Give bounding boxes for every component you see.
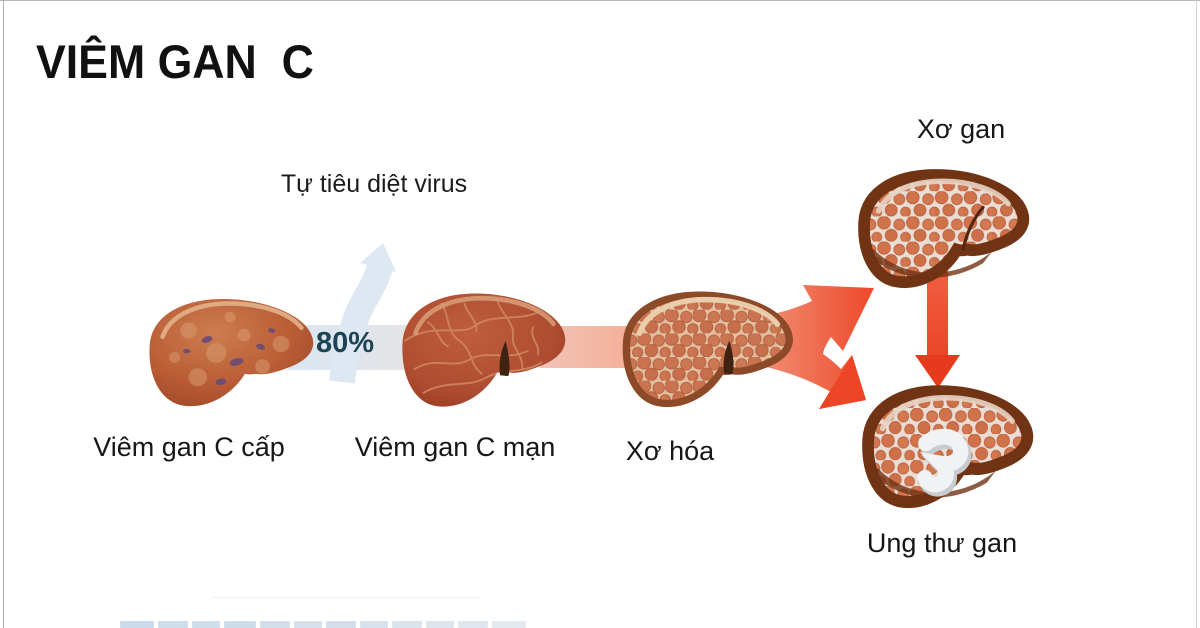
self-clear-label: Tự tiêu diệt virus <box>280 170 468 198</box>
stage-label-acute: Viêm gan C cấp <box>93 432 285 462</box>
liver-acute-illustration <box>149 299 314 407</box>
liver-cancer-illustration <box>868 391 1027 502</box>
frame-border-top <box>0 0 1200 1</box>
percent-label: 80% <box>315 327 375 359</box>
page-title: VIÊM GAN C <box>36 35 314 88</box>
liver-chronic-illustration <box>402 293 566 407</box>
stage-label-fibrosis: Xơ hóa <box>625 436 715 466</box>
frame-border-left <box>3 0 4 628</box>
stage-label-cancer: Ung thư gan <box>866 528 1018 558</box>
faint-artifact-line <box>212 597 480 598</box>
stage-label-chronic: Viêm gan C mạn <box>354 432 556 462</box>
fork-arrow-lower-head-overlay <box>819 355 866 409</box>
self-clear-arrow <box>329 243 396 384</box>
liver-fibrosis-illustration <box>626 295 789 403</box>
liver-cirrhosis-illustration <box>864 175 1023 282</box>
cropped-bottom-strip <box>120 621 526 628</box>
tumor-shape <box>917 428 972 497</box>
frame-border-right <box>1196 0 1197 628</box>
stage-label-cirrhosis: Xơ gan <box>916 114 1006 144</box>
